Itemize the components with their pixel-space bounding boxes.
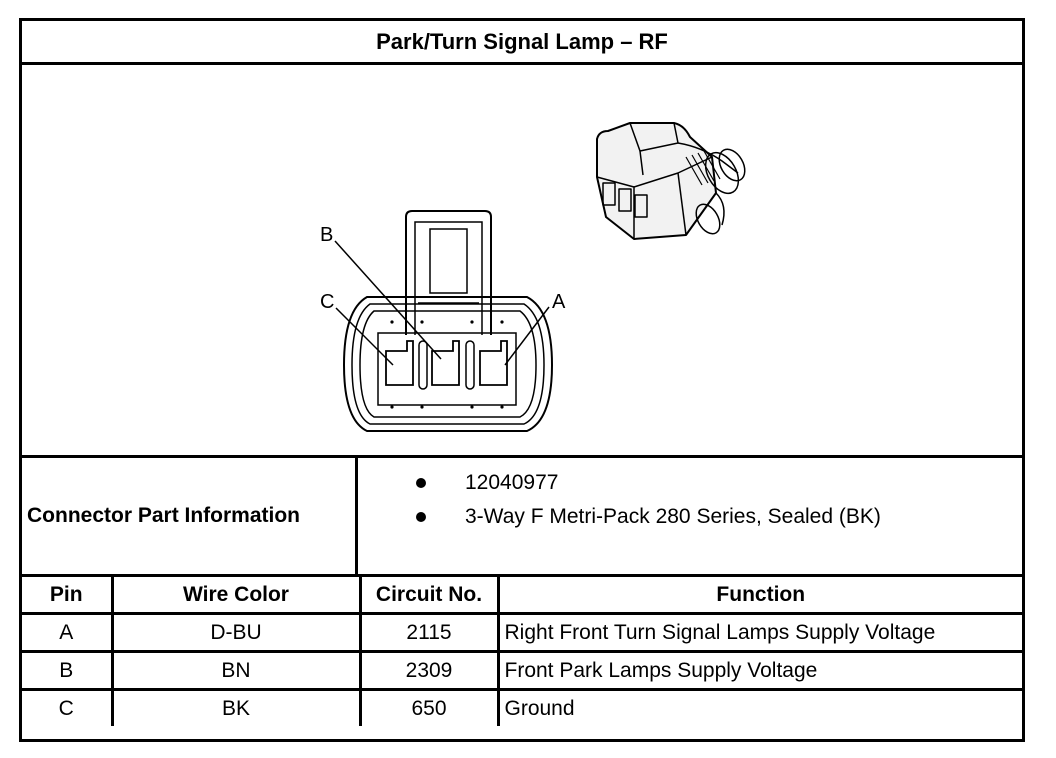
cell-pin: C bbox=[22, 688, 114, 726]
cell-wire-color: BN bbox=[110, 650, 362, 691]
cell-wire-color: BK bbox=[110, 688, 362, 726]
cell-pin: A bbox=[22, 612, 114, 653]
connector-info-list: 12040977 3-Way F Metri-Pack 280 Series, … bbox=[358, 458, 1022, 577]
bullet-icon bbox=[416, 478, 426, 488]
pin-table: Pin Wire Color Circuit No. Function A D-… bbox=[22, 577, 1022, 726]
bullet-icon bbox=[416, 512, 426, 522]
connector-sheet: Park/Turn Signal Lamp – RF bbox=[19, 18, 1025, 742]
connector-figure: B C A bbox=[22, 65, 1022, 458]
cell-circuit-no: 2309 bbox=[358, 650, 500, 691]
list-item: 3-Way F Metri-Pack 280 Series, Sealed (B… bbox=[358, 502, 1022, 532]
cell-pin: B bbox=[22, 650, 114, 691]
cell-function: Right Front Turn Signal Lamps Supply Vol… bbox=[496, 612, 1022, 653]
pin-label-a: A bbox=[552, 291, 566, 313]
header-function: Function bbox=[496, 577, 1022, 615]
pin-label-b: B bbox=[320, 224, 333, 246]
page-title: Park/Turn Signal Lamp – RF bbox=[22, 21, 1022, 65]
pin-label-c: C bbox=[320, 291, 334, 313]
connector-face-icon bbox=[334, 210, 554, 432]
part-number: 12040977 bbox=[465, 471, 559, 494]
cell-circuit-no: 650 bbox=[358, 688, 500, 726]
cell-function: Ground bbox=[496, 688, 1022, 726]
header-pin: Pin bbox=[22, 577, 114, 615]
connector-drawing: B C A bbox=[320, 122, 746, 432]
list-item: 12040977 bbox=[358, 468, 1022, 498]
table-row: C BK 650 Ground bbox=[22, 688, 1022, 726]
connector-3d-icon bbox=[596, 122, 746, 240]
connector-description: 3-Way F Metri-Pack 280 Series, Sealed (B… bbox=[465, 505, 881, 528]
table-row: A D-BU 2115 Right Front Turn Signal Lamp… bbox=[22, 612, 1022, 653]
cell-wire-color: D-BU bbox=[110, 612, 362, 653]
cell-function: Front Park Lamps Supply Voltage bbox=[496, 650, 1022, 691]
header-circuit-no: Circuit No. bbox=[358, 577, 500, 615]
header-wire-color: Wire Color bbox=[110, 577, 362, 615]
table-header-row: Pin Wire Color Circuit No. Function bbox=[22, 577, 1022, 615]
table-row: B BN 2309 Front Park Lamps Supply Voltag… bbox=[22, 650, 1022, 691]
cell-circuit-no: 2115 bbox=[358, 612, 500, 653]
connector-info-label: Connector Part Information bbox=[22, 458, 358, 577]
